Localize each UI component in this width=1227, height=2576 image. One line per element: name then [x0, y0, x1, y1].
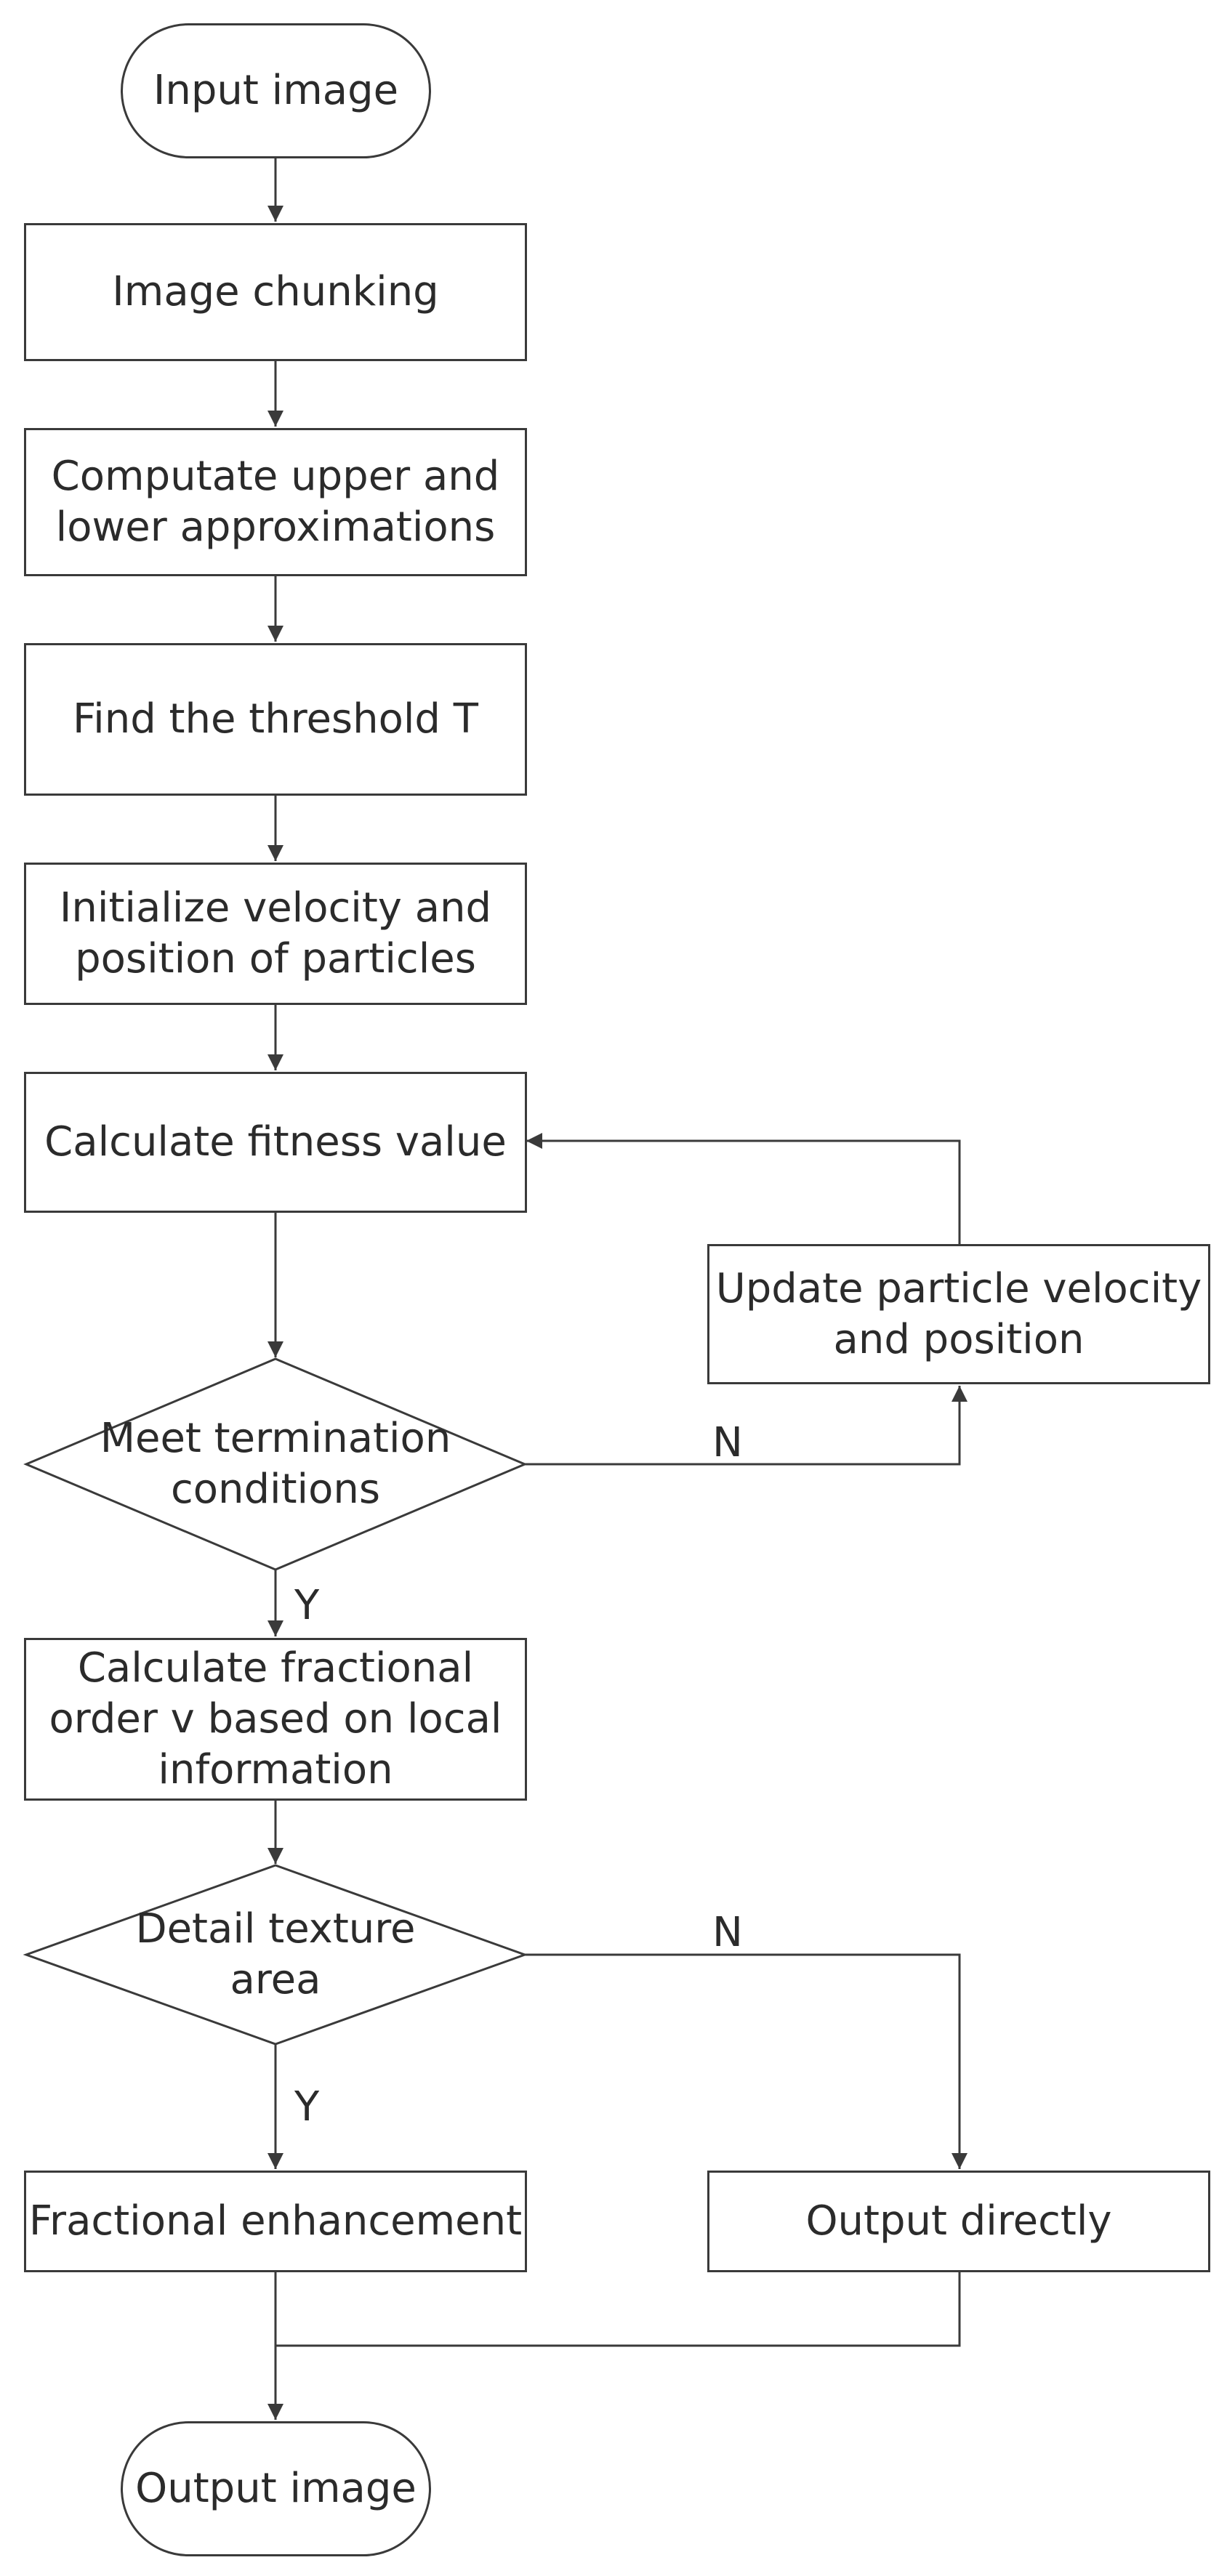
- end-terminal: Output image: [121, 2421, 431, 2556]
- init-label-line2: position of particles: [75, 935, 476, 982]
- end-label: Output image: [135, 2465, 417, 2512]
- arrow-terminate-no-to-update: [525, 1386, 967, 1466]
- line-direct-merge: [275, 2272, 961, 2347]
- start-terminal: Input image: [121, 23, 431, 158]
- approx-label-line2: lower approximations: [55, 504, 496, 551]
- edge-label-detail-yes: Y: [294, 2083, 320, 2131]
- start-label: Input image: [153, 67, 399, 114]
- update-box: Update particle velocity and position: [707, 1244, 1210, 1384]
- terminate-label-line2: conditions: [170, 1466, 381, 1513]
- detail-label: Detail texture area: [135, 1905, 416, 2003]
- enhance-box: Fractional enhancement: [24, 2171, 527, 2272]
- edge-label-detail-no: N: [712, 1909, 743, 1956]
- direct-box: Output directly: [707, 2171, 1210, 2272]
- init-box: Initialize velocity and position of part…: [24, 863, 527, 1005]
- approx-label-line1: Computate upper and: [51, 453, 500, 500]
- fitness-box: Calculate fitness value: [24, 1072, 527, 1213]
- update-label-line1: Update particle velocity: [715, 1264, 1202, 1312]
- threshold-label: Find the threshold T: [73, 695, 478, 743]
- approx-box: Computate upper and lower approximations: [24, 428, 527, 576]
- detail-decision: Detail texture area: [87, 1905, 464, 2003]
- update-label-line2: and position: [833, 1315, 1085, 1363]
- fractional-box: Calculate fractional order v based on lo…: [24, 1638, 527, 1801]
- fractional-label-line1: Calculate fractional: [77, 1644, 474, 1692]
- terminate-label-line1: Meet termination: [100, 1415, 451, 1462]
- fractional-label-line3: information: [158, 1746, 393, 1793]
- fractional-label-line2: order v based on local: [49, 1695, 502, 1743]
- arrow-detail-no-to-direct: [525, 1953, 967, 2169]
- terminate-decision: Meet termination conditions: [87, 1406, 464, 1522]
- threshold-box: Find the threshold T: [24, 643, 527, 796]
- arrow-update-to-fitness: [526, 1133, 961, 1244]
- edge-label-terminate-yes: Y: [294, 1582, 320, 1629]
- direct-label: Output directly: [805, 2197, 1112, 2245]
- enhance-label: Fractional enhancement: [28, 2197, 523, 2245]
- chunk-box: Image chunking: [24, 223, 527, 361]
- fitness-label: Calculate fitness value: [44, 1118, 507, 1166]
- chunk-label: Image chunking: [112, 268, 439, 315]
- edge-label-terminate-no: N: [712, 1419, 743, 1466]
- init-label-line1: Initialize velocity and: [59, 884, 492, 932]
